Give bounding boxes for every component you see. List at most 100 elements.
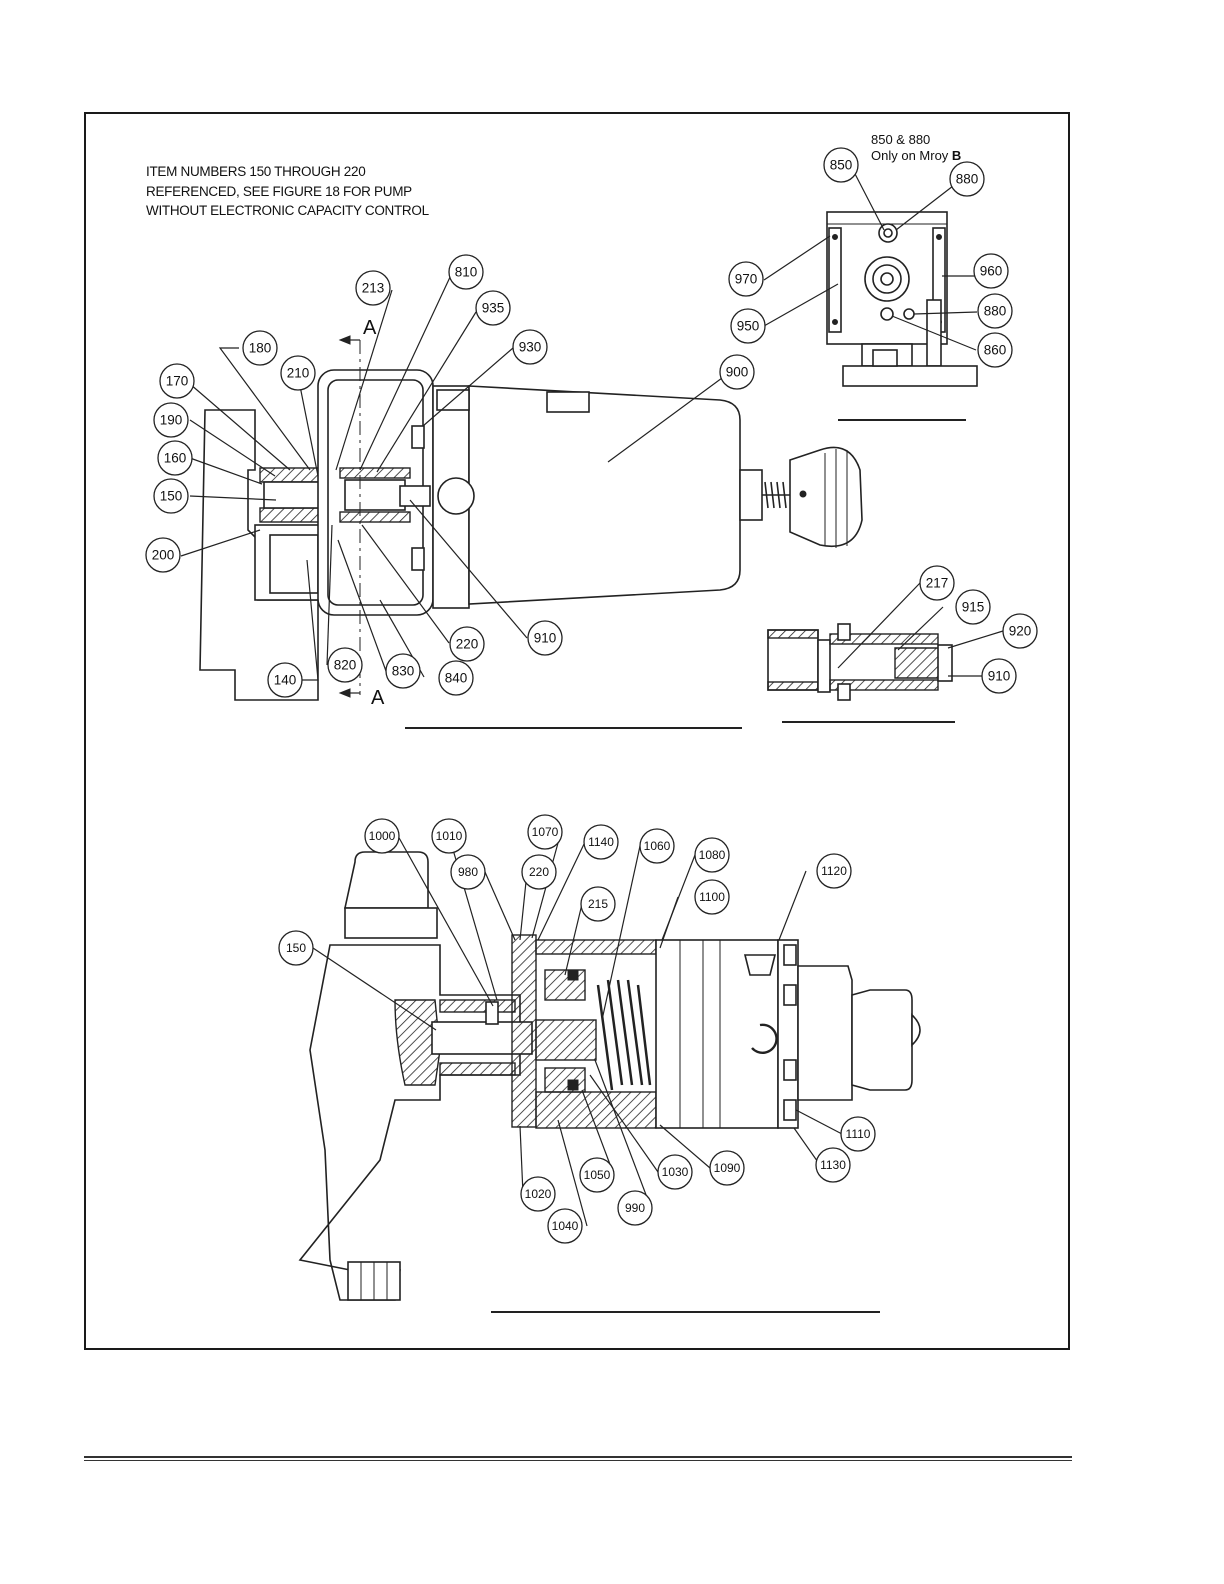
callout-217: 217 <box>919 565 955 601</box>
callout-960: 960 <box>973 253 1009 289</box>
callout-200: 200 <box>145 537 181 573</box>
callout-180: 180 <box>242 330 278 366</box>
callout-810: 810 <box>448 254 484 290</box>
svg-text:1020: 1020 <box>525 1187 552 1201</box>
callout-160: 160 <box>157 440 193 476</box>
svg-text:215: 215 <box>588 897 608 911</box>
callout-1040: 1040 <box>547 1208 583 1244</box>
callout-1020: 1020 <box>520 1176 556 1212</box>
svg-text:980: 980 <box>458 865 478 879</box>
annotation-text: Only on Mroy <box>871 148 952 163</box>
svg-text:930: 930 <box>519 340 542 355</box>
svg-text:170: 170 <box>166 374 189 389</box>
svg-text:915: 915 <box>962 600 985 615</box>
callout-935: 935 <box>475 290 511 326</box>
callout-1070: 1070 <box>527 814 563 850</box>
svg-text:1130: 1130 <box>820 1158 846 1172</box>
svg-text:150: 150 <box>160 489 183 504</box>
side-view-drawing: A A <box>199 317 863 729</box>
callout-910-detail: 910 <box>981 658 1017 694</box>
callout-1030: 1030 <box>657 1154 693 1190</box>
annotation-bold: B <box>951 148 962 163</box>
svg-text:1030: 1030 <box>662 1165 689 1179</box>
svg-text:1060: 1060 <box>644 839 671 853</box>
callout-210: 210 <box>280 355 316 391</box>
svg-text:140: 140 <box>274 673 297 688</box>
svg-text:1090: 1090 <box>714 1161 741 1175</box>
callout-950: 950 <box>730 308 766 344</box>
callout-980: 980 <box>450 854 486 890</box>
page-footer-rule <box>84 1456 1072 1461</box>
svg-text:900: 900 <box>726 365 749 380</box>
callout-150: 150 <box>153 478 189 514</box>
callout-830: 830 <box>385 653 421 689</box>
svg-text:910: 910 <box>988 669 1011 684</box>
figure-frame <box>84 112 1070 1350</box>
callout-910: 910 <box>527 620 563 656</box>
callout-1130: 1130 <box>815 1147 851 1183</box>
svg-text:1070: 1070 <box>532 825 559 839</box>
end-view-drawing <box>826 211 978 421</box>
svg-text:935: 935 <box>482 301 505 316</box>
callout-860: 860 <box>977 332 1013 368</box>
callout-1120: 1120 <box>816 853 852 889</box>
note-line: WITHOUT ELECTRONIC CAPACITY CONTROL <box>146 203 429 218</box>
callout-880: 880 <box>949 161 985 197</box>
svg-text:217: 217 <box>926 576 949 591</box>
callout-220-section: 220 <box>521 854 557 890</box>
svg-text:213: 213 <box>362 281 385 296</box>
svg-text:1100: 1100 <box>699 890 725 904</box>
svg-text:820: 820 <box>334 658 357 673</box>
callout-220: 220 <box>449 626 485 662</box>
svg-text:830: 830 <box>392 664 415 679</box>
callout-990: 990 <box>617 1190 653 1226</box>
callout-1140: 1140 <box>583 824 619 860</box>
callout-920: 920 <box>1002 613 1038 649</box>
svg-text:850: 850 <box>830 158 853 173</box>
svg-text:990: 990 <box>625 1201 645 1215</box>
svg-text:840: 840 <box>445 671 468 686</box>
svg-text:1140: 1140 <box>588 835 614 849</box>
callout-150-section: 150 <box>278 930 314 966</box>
callout-1050: 1050 <box>579 1157 615 1193</box>
svg-text:220: 220 <box>456 637 479 652</box>
svg-text:200: 200 <box>152 548 175 563</box>
svg-text:810: 810 <box>455 265 478 280</box>
note-line: REFERENCED, SEE FIGURE 18 FOR PUMP <box>146 183 412 199</box>
callout-970: 970 <box>728 261 764 297</box>
model-annotation: 850 & 880 Only on Mroy B <box>871 132 961 164</box>
svg-text:960: 960 <box>980 264 1003 279</box>
callout-1080: 1080 <box>694 837 730 873</box>
callout-1000: 1000 <box>364 818 400 854</box>
svg-text:970: 970 <box>735 272 758 287</box>
annotation-line-1: 850 & 880 <box>871 132 931 147</box>
svg-text:220: 220 <box>529 865 549 879</box>
svg-text:1110: 1110 <box>846 1127 871 1141</box>
note-line: ITEM NUMBERS 150 THROUGH 220 <box>146 164 366 179</box>
svg-text:1120: 1120 <box>821 864 847 878</box>
callout-140: 140 <box>267 662 303 698</box>
svg-text:180: 180 <box>249 341 272 356</box>
svg-text:1040: 1040 <box>552 1219 579 1233</box>
callout-850: 850 <box>823 147 859 183</box>
svg-text:910: 910 <box>534 631 557 646</box>
callout-915: 915 <box>955 589 991 625</box>
section-marker-bottom: A <box>371 687 385 709</box>
svg-text:920: 920 <box>1009 624 1032 639</box>
svg-text:210: 210 <box>287 366 310 381</box>
callout-900: 900 <box>719 354 755 390</box>
svg-text:1050: 1050 <box>584 1168 611 1182</box>
callout-215: 215 <box>580 886 616 922</box>
callout-1010: 1010 <box>431 818 467 854</box>
callout-1100: 1100 <box>694 879 730 915</box>
svg-text:1000: 1000 <box>369 829 396 843</box>
svg-text:190: 190 <box>160 413 183 428</box>
svg-text:880: 880 <box>956 172 979 187</box>
callout-1090: 1090 <box>709 1150 745 1186</box>
annotation-line-2: Only on Mroy B <box>871 148 961 164</box>
figure-note: ITEM NUMBERS 150 THROUGH 220 REFERENCED,… <box>146 162 429 221</box>
callout-930: 930 <box>512 329 548 365</box>
callout-1110: 1110 <box>840 1116 876 1152</box>
section-view-drawing <box>298 851 921 1313</box>
